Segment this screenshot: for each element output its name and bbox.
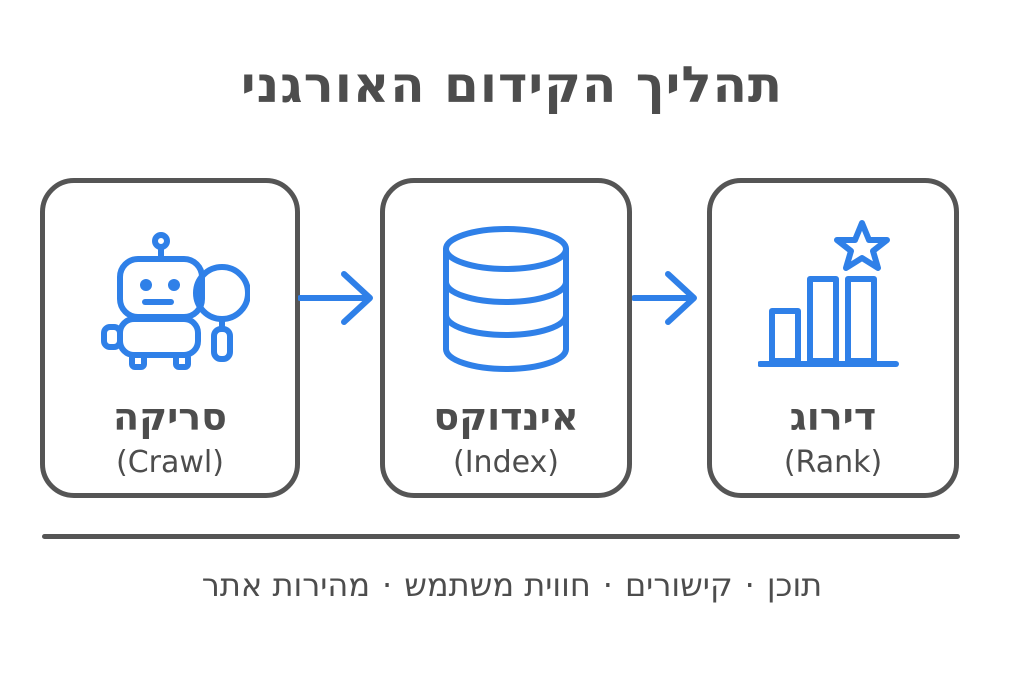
separator: · [602, 566, 613, 604]
step-sublabel: (Crawl) [116, 445, 224, 480]
step-sublabel: (Index) [453, 445, 559, 480]
step-card-index: אינדוקס (Index) [380, 178, 632, 498]
divider [42, 534, 960, 539]
factor-item: מהירות אתר [201, 566, 371, 604]
step-label: סריקה [113, 395, 227, 439]
factor-item: חווית משתמש [404, 566, 591, 604]
robot-magnifier-icon [101, 232, 250, 370]
step-label: דירוג [789, 395, 877, 439]
step-card-rank: דירוג (Rank) [707, 178, 959, 498]
separator: · [382, 566, 393, 604]
arrow-right-icon [298, 271, 373, 325]
step-card-crawl: סריקה (Crawl) [40, 178, 300, 498]
step-label: אינדוקס [433, 395, 579, 439]
factor-item: תוכן [766, 566, 823, 604]
step-sublabel: (Rank) [783, 445, 883, 480]
arrow-right-icon [632, 271, 697, 325]
database-icon [443, 226, 569, 372]
diagram-title: תהליך הקידום האורגני [240, 56, 784, 114]
separator: · [744, 566, 755, 604]
factors-footer: תוכן · קישורים · חווית משתמש · מהירות אתר [0, 566, 1024, 604]
bar-chart-star-icon [758, 220, 899, 367]
factor-item: קישורים [624, 566, 733, 604]
